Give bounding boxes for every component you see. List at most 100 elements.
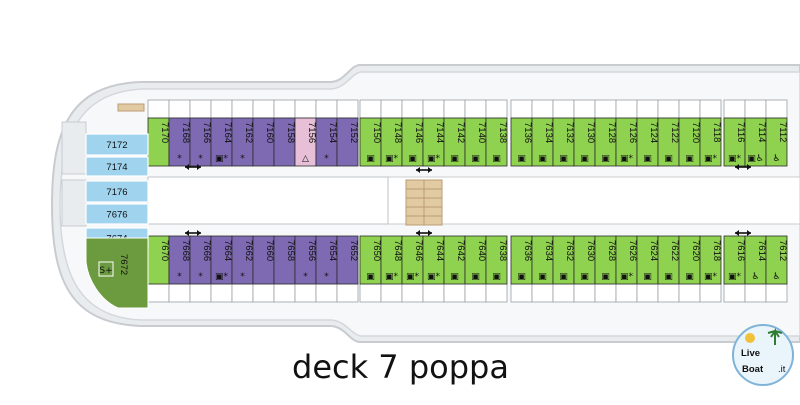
cabin-7632[interactable]: 7632▣ xyxy=(552,235,575,303)
stairwell xyxy=(405,179,443,226)
cabin-7636[interactable]: 7636▣ xyxy=(510,235,533,303)
balcony xyxy=(594,283,617,303)
cabin-7640[interactable]: 7640▣ xyxy=(464,235,487,303)
cabin-7158[interactable]: 7158 xyxy=(273,99,296,167)
cabin-7616[interactable]: 7616▣* xyxy=(723,235,746,303)
balcony xyxy=(359,99,382,119)
cabin-number: 7174 xyxy=(106,162,127,173)
cabin-7156[interactable]: 7156△ xyxy=(294,99,317,167)
cabin-7654[interactable]: 7654* xyxy=(315,235,338,303)
cabin-number: 7126 xyxy=(627,122,638,143)
cabin-fill xyxy=(765,117,788,167)
cabin-7164[interactable]: 7164▣* xyxy=(210,99,233,167)
cabin-7152[interactable]: 7152 xyxy=(336,99,359,167)
cabin-7172[interactable]: 7172 xyxy=(85,133,149,156)
cabin-7664[interactable]: 7664▣* xyxy=(210,235,233,303)
cabin-7676[interactable]: 7676 xyxy=(85,203,149,225)
cabin-7150[interactable]: 7150▣ xyxy=(359,99,382,167)
cabin-7160[interactable]: 7160 xyxy=(252,99,275,167)
cabin-7638[interactable]: 7638▣ xyxy=(485,235,508,303)
cabin-7662[interactable]: 7662* xyxy=(231,235,254,303)
cabin-7648[interactable]: 7648▣* xyxy=(380,235,403,303)
cabin-7612[interactable]: 7612♿ xyxy=(765,235,788,303)
connecting-door-icon xyxy=(735,230,751,236)
cabin-fill xyxy=(85,237,149,309)
cabin-7114[interactable]: 7114▣♿ xyxy=(744,99,767,167)
cabin-number: 7670 xyxy=(159,240,170,261)
balcony xyxy=(422,283,445,303)
cabin-7138[interactable]: 7138▣ xyxy=(485,99,508,167)
cabin-7630[interactable]: 7630▣ xyxy=(573,235,596,303)
cabin-7162[interactable]: 7162* xyxy=(231,99,254,167)
cabin-7168[interactable]: 7168* xyxy=(168,99,191,167)
stern-balcony-mid xyxy=(61,179,87,227)
balcony xyxy=(252,283,275,303)
cabin-7628[interactable]: 7628▣ xyxy=(594,235,617,303)
cabin-7668[interactable]: 7668* xyxy=(168,235,191,303)
cabin-7644[interactable]: 7644▣* xyxy=(422,235,445,303)
cabin-7656[interactable]: 7656* xyxy=(294,235,317,303)
cabin-7650[interactable]: 7650▣ xyxy=(359,235,382,303)
stern-cabins: 717271747176767676747672S+ xyxy=(85,133,149,309)
cabin-7652[interactable]: 7652 xyxy=(336,235,359,303)
cabin-7670[interactable]: 7670 xyxy=(147,235,170,303)
cabin-marks: ▣♿ xyxy=(747,154,764,164)
cabin-marks: * xyxy=(240,272,245,282)
cabin-7128[interactable]: 7128▣ xyxy=(594,99,617,167)
cabin-7126[interactable]: 7126▣* xyxy=(615,99,638,167)
connecting-door-arrows xyxy=(185,164,751,236)
cabin-marks: ▣ xyxy=(643,154,652,164)
cabin-number: 7136 xyxy=(522,122,533,143)
cabin-7614[interactable]: 7614♿ xyxy=(744,235,767,303)
cabin-number: 7612 xyxy=(777,240,788,261)
cabin-7626[interactable]: 7626▣* xyxy=(615,235,638,303)
balcony xyxy=(485,283,508,303)
cabin-7646[interactable]: 7646▣* xyxy=(401,235,424,303)
cabin-number: 7164 xyxy=(222,122,233,143)
cabin-7658[interactable]: 7658 xyxy=(273,235,296,303)
cabin-7112[interactable]: 7112♿ xyxy=(765,99,788,167)
cabin-number: 7168 xyxy=(180,122,191,143)
cabin-7142[interactable]: 7142▣ xyxy=(443,99,466,167)
cabin-number: 7172 xyxy=(106,140,127,151)
cabin-7132[interactable]: 7132▣ xyxy=(552,99,575,167)
cabin-7144[interactable]: 7144▣* xyxy=(422,99,445,167)
cabin-7666[interactable]: 7666* xyxy=(189,235,212,303)
balcony xyxy=(723,99,746,119)
cabin-7642[interactable]: 7642▣ xyxy=(443,235,466,303)
cabin-7176[interactable]: 7176 xyxy=(85,180,149,203)
service-strip-icon xyxy=(117,103,145,112)
cabin-7134[interactable]: 7134▣ xyxy=(531,99,554,167)
cabin-number: 7650 xyxy=(371,240,382,261)
cabin-7166[interactable]: 7166* xyxy=(189,99,212,167)
cabin-7116[interactable]: 7116▣* xyxy=(723,99,746,167)
cabin-marks: ▣ xyxy=(580,272,589,282)
balcony xyxy=(615,99,638,119)
cabin-7618[interactable]: 7618▣* xyxy=(699,235,722,303)
cabin-7122[interactable]: 7122▣ xyxy=(657,99,680,167)
cabin-number: 7616 xyxy=(735,240,746,261)
cabin-number: 7672 xyxy=(118,254,129,275)
cabin-7136[interactable]: 7136▣ xyxy=(510,99,533,167)
cabin-7620[interactable]: 7620▣ xyxy=(678,235,701,303)
cabin-number: 7154 xyxy=(327,122,338,143)
cabin-7622[interactable]: 7622▣ xyxy=(657,235,680,303)
cabin-7624[interactable]: 7624▣ xyxy=(636,235,659,303)
cabin-7124[interactable]: 7124▣ xyxy=(636,99,659,167)
cabin-7634[interactable]: 7634▣ xyxy=(531,235,554,303)
cabin-7120[interactable]: 7120▣ xyxy=(678,99,701,167)
cabin-7146[interactable]: 7146▣ xyxy=(401,99,424,167)
cabin-7148[interactable]: 7148▣* xyxy=(380,99,403,167)
cabin-marks: ♿ xyxy=(772,154,780,164)
balcony xyxy=(510,283,533,303)
cabin-fill xyxy=(699,117,722,167)
cabin-7154[interactable]: 7154* xyxy=(315,99,338,167)
cabin-number: 7654 xyxy=(327,240,338,261)
cabin-7174[interactable]: 7174 xyxy=(85,156,149,177)
cabin-7118[interactable]: 7118▣* xyxy=(699,99,722,167)
cabin-7130[interactable]: 7130▣ xyxy=(573,99,596,167)
cabin-7170[interactable]: 7170 xyxy=(147,99,170,167)
cabin-7660[interactable]: 7660 xyxy=(252,235,275,303)
cabin-7140[interactable]: 7140▣ xyxy=(464,99,487,167)
